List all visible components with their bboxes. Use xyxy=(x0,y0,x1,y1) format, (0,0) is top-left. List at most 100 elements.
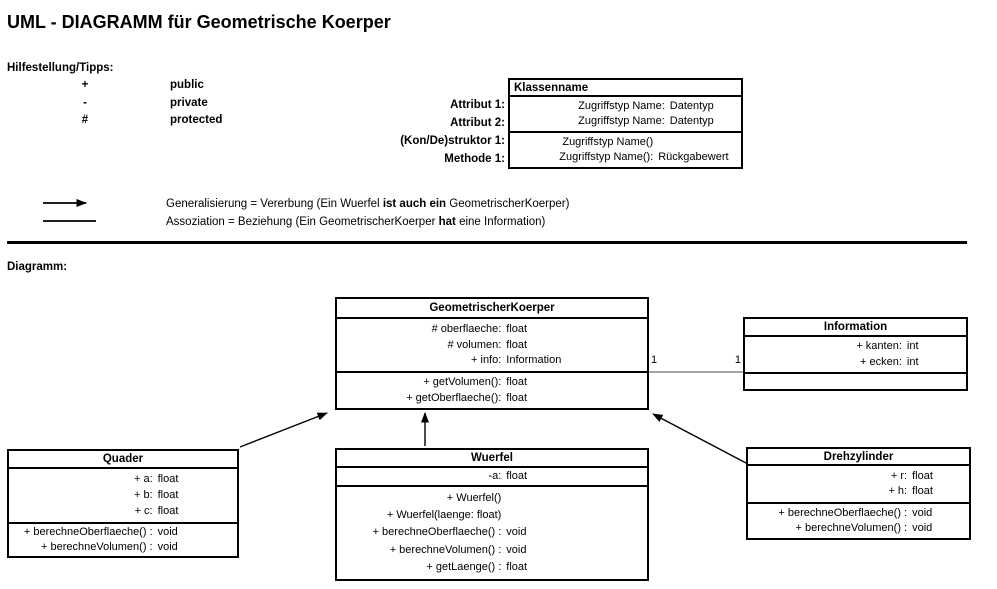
method-return: void xyxy=(912,507,933,519)
help-heading: Hilfestellung/Tipps: xyxy=(7,62,114,74)
method-row: + getOberflaeche(): float xyxy=(337,391,647,404)
attribute-type: float xyxy=(157,489,179,501)
attribute-type: float xyxy=(157,505,179,517)
visibility-row-protected: # protected xyxy=(70,112,330,130)
minus-symbol: - xyxy=(83,96,87,109)
legend-text-part: Generalisierung = Vererbung (Ein Wuerfel xyxy=(166,198,383,210)
method-return: float xyxy=(506,391,528,404)
attribute-name: -a: xyxy=(488,470,502,482)
legend-text-part: GeometrischerKoerper) xyxy=(446,198,570,210)
method-name: Zugriffstyp Name() xyxy=(562,136,654,148)
attribute-type: Datentyp xyxy=(669,100,714,112)
attributes-compartment: + kanten: int + ecken: int xyxy=(745,337,966,374)
method-return xyxy=(658,137,741,148)
method-row: + berechneVolumen() : void xyxy=(9,540,237,553)
attribute-row: + info: Information xyxy=(337,355,647,366)
method-return xyxy=(506,510,647,521)
method-name: + Wuerfel() xyxy=(446,492,502,505)
class-box-geometrischerkoerper: GeometrischerKoerper # oberflaeche: floa… xyxy=(335,297,649,410)
methods-compartment: + berechneOberflaeche() : void + berechn… xyxy=(9,524,237,556)
attributes-compartment: + a: float + b: float + c: float xyxy=(9,469,237,524)
template-label-methode: Methode 1: xyxy=(444,153,505,165)
attribute-type: float xyxy=(506,322,528,335)
method-row: + berechneVolumen() : void xyxy=(337,543,647,556)
generalization-legend-text: Generalisierung = Vererbung (Ein Wuerfel… xyxy=(166,195,569,213)
attribute-name: + c: xyxy=(134,505,153,517)
attribute-row: # volumen: float xyxy=(337,338,647,351)
method-row: + Wuerfel() xyxy=(337,493,647,504)
method-return: float xyxy=(506,560,528,573)
attribute-name: # oberflaeche: xyxy=(431,322,502,335)
method-return: Rückgabewert xyxy=(658,151,729,163)
attribute-row: + c: float xyxy=(9,506,237,517)
visibility-row-private: - private xyxy=(70,95,330,113)
attribute-type: float xyxy=(506,338,528,351)
page-title: UML - DIAGRAMM für Geometrische Koerper xyxy=(7,12,391,32)
visibility-label: protected xyxy=(170,114,223,127)
methods-compartment: + Wuerfel() + Wuerfel(laenge: float) + b… xyxy=(337,487,647,579)
attribute-name: + b: xyxy=(133,489,153,501)
legend-text-part: Assoziation = Beziehung (Ein Geometrisch… xyxy=(166,216,439,228)
class-name: Quader xyxy=(9,451,237,469)
method-row: Zugriffstyp Name(): Rückgabewert xyxy=(510,152,741,163)
generalization-arrow-drehzylinder xyxy=(652,413,747,464)
attribute-row: + kanten: int xyxy=(745,341,966,352)
methods-compartment: + getVolumen(): float + getOberflaeche()… xyxy=(337,373,647,408)
methods-compartment-empty xyxy=(745,374,966,389)
attribute-row: Zugriffstyp Name: Datentyp xyxy=(510,101,741,112)
diagram-heading: Diagramm: xyxy=(7,261,68,273)
attribute-row: + r: float xyxy=(748,469,969,482)
class-name: GeometrischerKoerper xyxy=(337,299,647,319)
method-name: Zugriffstyp Name(): xyxy=(559,151,654,163)
method-name: + berechneOberflaeche() : xyxy=(778,507,908,519)
template-label-attribut-1: Attribut 1: xyxy=(450,99,505,111)
attribute-name: Zugriffstyp Name: xyxy=(578,115,665,127)
method-row: + getVolumen(): float xyxy=(337,377,647,388)
method-return: void xyxy=(506,543,527,556)
method-row: + berechneOberflaeche() : void xyxy=(337,527,647,538)
association-legend-text: Assoziation = Beziehung (Ein Geometrisch… xyxy=(166,213,545,231)
template-label-konstruktor: (Kon/De)struktor 1: xyxy=(400,135,505,147)
method-row: + Wuerfel(laenge: float) xyxy=(337,510,647,521)
attribute-row: Zugriffstyp Name: Datentyp xyxy=(510,116,741,127)
method-name: + Wuerfel(laenge: float) xyxy=(386,509,502,522)
attribute-type: Datentyp xyxy=(669,115,714,127)
attribute-name: # volumen: xyxy=(447,338,502,351)
attribute-row: + ecken: int xyxy=(745,355,966,368)
attribute-row: -a: float xyxy=(337,471,647,482)
class-box-drehzylinder: Drehzylinder + r: float + h: float + ber… xyxy=(746,447,971,540)
attribute-row: + h: float xyxy=(748,486,969,497)
methods-compartment: + berechneOberflaeche() : void + berechn… xyxy=(748,504,969,538)
legend-text-bold: ist auch ein xyxy=(382,198,447,210)
section-divider xyxy=(7,241,967,244)
method-return: void xyxy=(157,526,178,539)
method-return: void xyxy=(506,526,527,539)
method-row: + berechneOberflaeche() : void xyxy=(748,508,969,519)
attribute-type: float xyxy=(912,485,933,498)
attribute-type: float xyxy=(157,473,179,485)
class-box-information: Information + kanten: int + ecken: int xyxy=(743,317,968,391)
class-name: Drehzylinder xyxy=(748,449,969,466)
method-return: float xyxy=(506,376,528,389)
method-name: + berechneVolumen() : xyxy=(389,543,502,556)
attribute-row: + b: float xyxy=(9,490,237,501)
attribute-name: + r: xyxy=(890,469,908,482)
method-name: + getLaenge() : xyxy=(426,560,502,573)
attribute-name: + ecken: xyxy=(860,355,902,368)
class-name: Klassenname xyxy=(510,80,741,97)
method-row: + berechneVolumen() : void xyxy=(748,523,969,534)
legend-text-bold: hat xyxy=(438,216,456,228)
attribute-name: + info: xyxy=(471,354,502,367)
generalization-arrow-quader xyxy=(239,412,328,448)
attribute-name: Zugriffstyp Name: xyxy=(578,100,665,112)
attributes-compartment: # oberflaeche: float # volumen: float + … xyxy=(337,319,647,373)
method-name: + berechneVolumen() : xyxy=(41,540,153,553)
attribute-row: # oberflaeche: float xyxy=(337,322,647,335)
legend-text-part: eine Information) xyxy=(455,216,546,228)
method-row: + berechneOberflaeche() : void xyxy=(9,527,237,538)
multiplicity-label-left: 1 xyxy=(651,354,658,366)
plus-symbol: + xyxy=(81,79,89,91)
methods-compartment: Zugriffstyp Name() Zugriffstyp Name(): R… xyxy=(510,133,741,167)
hash-symbol: # xyxy=(81,114,89,127)
attribute-type: float xyxy=(912,469,933,482)
